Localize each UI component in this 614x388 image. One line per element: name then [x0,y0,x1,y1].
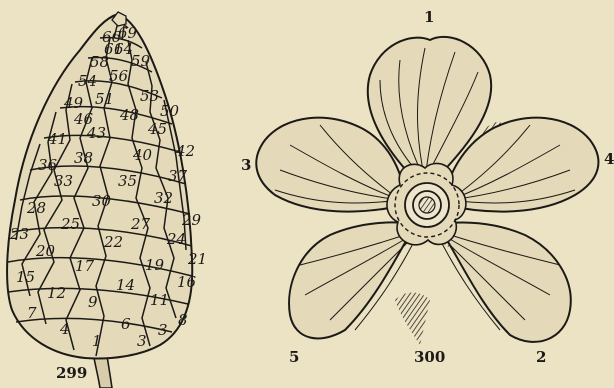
scale-number: 6 [121,315,131,333]
scale-number: 33 [54,172,73,190]
scale-number: 20 [35,242,56,260]
scale-number: 38 [74,149,93,167]
scale-number: 27 [130,215,151,233]
figure-label-299: 299 [56,364,87,382]
scale-number: 3 [137,332,147,350]
pistil [419,197,435,213]
scale-number: 9 [88,293,98,311]
scale-number: 48 [119,106,139,124]
scale-number: 24 [166,230,186,248]
scale-number: 14 [116,276,135,294]
scale-number: 46 [73,110,94,128]
scale-number: 17 [75,257,95,275]
scale-number: 37 [168,167,188,185]
scale-number: 54 [78,72,97,90]
scale-number: 51 [95,90,114,108]
scale-number: 42 [175,142,195,160]
scale-number: 32 [154,189,173,207]
petal-label-1: 1 [424,8,434,26]
scale-number: 69 [118,24,138,42]
scale-number: 30 [92,192,112,210]
scale-number: 49 [63,94,84,112]
scale-number: 19 [145,256,165,274]
petal-5 [289,222,415,338]
scale-number: 22 [103,233,123,251]
scale-number: 56 [109,67,129,85]
petal-label-2: 2 [536,348,546,366]
pine-cone-figure: 1 3 3 8 4 6 7 9 11 12 14 16 15 17 19 21 … [7,12,207,388]
scale-number: 29 [181,211,202,229]
petal-label-4: 4 [604,150,614,168]
scale-number: 28 [26,199,46,217]
scale-number: 35 [118,172,137,190]
scale-number: 8 [178,311,188,329]
petal-label-5: 5 [289,348,299,366]
scale-number: 16 [177,273,197,291]
scale-number: 45 [147,120,167,138]
scale-number: 4 [59,320,70,338]
scale-number: 11 [150,291,169,309]
scale-number: 41 [47,130,67,148]
scale-number: 36 [38,156,58,174]
scale-number: 15 [16,268,35,286]
scale-number: 1 [92,332,102,350]
scale-number: 25 [60,215,80,233]
flower-figure: 1 2 3 4 5 300 [241,8,614,366]
scale-number: 12 [47,284,66,302]
scale-number: 21 [187,250,207,268]
petal-label-3: 3 [241,156,251,174]
scale-number: 40 [132,146,153,164]
scale-number: 7 [27,304,37,322]
scale-number: 50 [160,102,180,120]
scale-number: 59 [131,52,151,70]
petal-2 [438,222,571,341]
scale-number: 23 [9,225,29,243]
scale-number: 53 [140,87,159,105]
figure-label-300: 300 [414,348,445,366]
scale-number: 3 [158,321,168,339]
